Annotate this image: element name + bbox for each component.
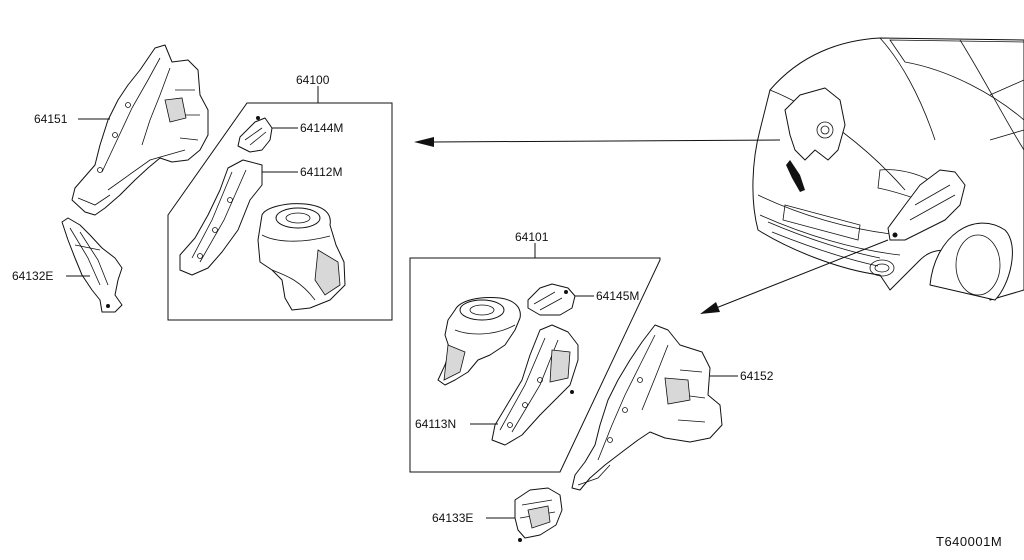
part-label-64145M: 64145M (596, 289, 639, 303)
vehicle-front-illustration (752, 37, 1024, 301)
part-64132E-group: 64132E (12, 217, 123, 313)
part-64152-group: 64152 (571, 324, 774, 491)
part-64151-group: 64151 (34, 44, 209, 216)
direction-arrows (414, 137, 889, 314)
part-label-64152: 64152 (740, 369, 774, 383)
diagram-code: T640001M (936, 534, 1002, 549)
part-label-64144M: 64144M (300, 121, 343, 135)
part-label-64151: 64151 (34, 112, 68, 126)
part-label-64101: 64101 (515, 230, 549, 244)
part-label-64132E: 64132E (12, 269, 53, 283)
part-label-64133E: 64133E (432, 511, 473, 525)
assembly-64101-group: 64101 64145M 64113N (409, 230, 661, 473)
part-label-64112M: 64112M (300, 165, 342, 179)
assembly-64100-group: 64100 64144M 64112M (167, 73, 393, 321)
part-label-64113N: 64113N (415, 417, 456, 431)
part-label-64100: 64100 (296, 73, 330, 87)
part-64133E-group: 64133E (432, 487, 563, 542)
